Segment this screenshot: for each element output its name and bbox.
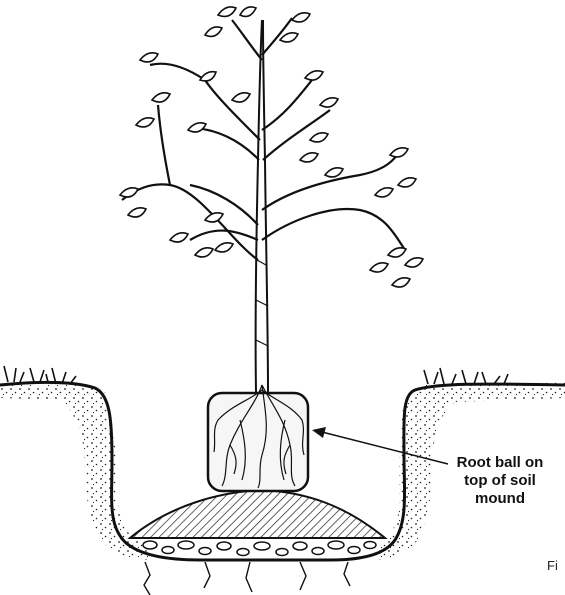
grass-left (4, 366, 76, 384)
root-ball-callout: Root ball on top of soil mound (438, 454, 562, 508)
root-ball (208, 393, 308, 491)
soil-mound (130, 490, 385, 538)
callout-line-2: top of soil (438, 472, 562, 490)
tree-leaves (120, 7, 423, 287)
tree-branches (122, 18, 405, 260)
gravel-layer (143, 541, 376, 556)
grass-right (424, 368, 508, 384)
figure-label: Fi (547, 558, 558, 573)
subsoil-cracks (144, 562, 350, 595)
callout-line-3: mound (438, 490, 562, 508)
callout-line-1: Root ball on (438, 454, 562, 472)
